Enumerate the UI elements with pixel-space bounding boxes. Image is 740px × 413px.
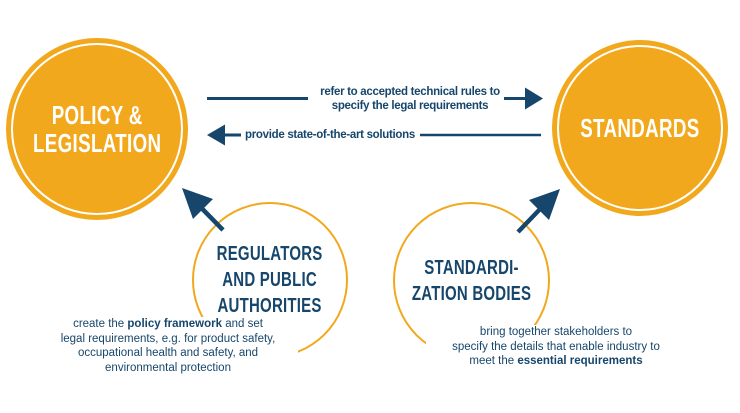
regulators-circle: REGULATORS AND PUBLIC AUTHORITIES: [192, 202, 348, 358]
regulators-note-line1-pre: create the: [73, 318, 128, 330]
right-arrowhead-icon: [525, 87, 543, 110]
regulators-label-line1: REGULATORS: [217, 243, 323, 265]
standards-circle: STANDARDS: [552, 40, 728, 216]
standardization-bodies-circle: STANDARDI- ZATION BODIES: [393, 202, 550, 359]
standardization-bodies-label: STANDARDI- ZATION BODIES: [412, 255, 531, 307]
standardization-label-line1: STANDARDI-: [424, 256, 519, 279]
policy-label-line2: LEGISLATION: [32, 128, 162, 158]
regulators-note: create the policy framework and set lega…: [38, 317, 298, 375]
standardization-note-line3: meet the essential requirements: [426, 354, 686, 369]
top-arrow-caption-line2: specify the legal requirements: [331, 100, 489, 112]
standardization-note-line1: bring together stakeholders to: [479, 326, 633, 338]
up-right-arrowhead-icon: [529, 189, 560, 220]
standards-label: STANDARDS: [580, 113, 700, 143]
regulators-note-line1: create the policy framework and set: [38, 317, 298, 332]
top-arrow-caption: refer to accepted technical rules to spe…: [300, 85, 520, 113]
standardization-label-line2: ZATION BODIES: [411, 282, 532, 305]
standardization-note-line3-pre: meet the: [469, 355, 518, 367]
regulators-label: REGULATORS AND PUBLIC AUTHORITIES: [217, 241, 323, 319]
up-left-arrowhead-icon: [182, 188, 213, 219]
bottom-arrow-caption: provide state-of-the-art solutions: [245, 129, 415, 141]
policy-label-line1: POLICY &: [51, 100, 143, 130]
regulators-note-line1-bold: policy framework: [127, 318, 222, 330]
regulators-label-line3: AUTHORITIES: [217, 295, 323, 317]
standardization-note-line2: specify the details that enable industry…: [452, 340, 660, 353]
standardization-note-line3-bold: essential requirements: [517, 355, 643, 367]
top-arrow-caption-line1: refer to accepted technical rules to: [320, 86, 500, 98]
policy-legislation-circle: POLICY & LEGISLATION: [6, 38, 188, 220]
policy-legislation-label: POLICY & LEGISLATION: [33, 101, 161, 157]
regulators-note-line2: legal requirements, e.g. for product saf…: [60, 332, 276, 345]
regulators-note-line1-post: and set: [222, 318, 263, 330]
standardization-note: bring together stakeholders to specify t…: [426, 325, 686, 369]
regulators-note-line3: occupational health and safety, and: [77, 347, 259, 359]
regulators-note-line4: environmental protection: [105, 361, 231, 374]
left-arrowhead-icon: [207, 124, 225, 146]
regulators-label-line2: AND PUBLIC: [222, 269, 318, 291]
